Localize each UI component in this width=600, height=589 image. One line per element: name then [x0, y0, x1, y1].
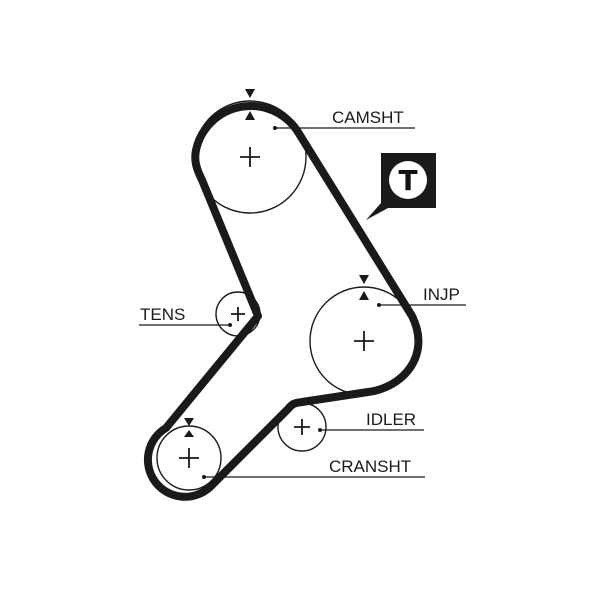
injection-pump-leader-dot	[377, 303, 381, 307]
crankshaft-leader-dot	[202, 475, 206, 479]
tensioner-badge: T	[366, 153, 436, 220]
leader-lines	[139, 126, 466, 479]
idler-center-cross	[294, 419, 310, 435]
tensioner-label: TENS	[140, 305, 185, 324]
injection-pump-mark-inner-triangle	[359, 291, 369, 300]
injection-pump-label: INJP	[423, 285, 460, 304]
camshaft-label: CAMSHT	[332, 108, 404, 127]
timing-belt	[143, 102, 423, 501]
injection-pump-mark-outer-triangle	[359, 275, 369, 284]
injection-pump-timing-mark	[359, 275, 369, 300]
camshaft-timing-mark	[245, 89, 255, 120]
camshaft-center-cross	[240, 147, 260, 167]
crankshaft-center-cross	[179, 448, 199, 468]
tensioner-leader-dot	[228, 323, 232, 327]
idler-label: IDLER	[366, 410, 416, 429]
tensioner-center-cross	[231, 307, 245, 321]
crankshaft-timing-mark	[184, 418, 194, 437]
tensioner-badge-letter: T	[398, 164, 417, 197]
tensioner-badge-circle	[389, 161, 427, 199]
idler-leader-dot	[318, 428, 322, 432]
injection-pump-center-cross	[354, 331, 374, 351]
crankshaft-mark-outer-triangle	[184, 418, 194, 426]
camshaft-mark-outer-triangle	[245, 89, 255, 98]
crankshaft-label: CRANSHT	[329, 457, 411, 476]
camshaft-mark-inner-triangle	[245, 111, 255, 120]
camshaft-leader-dot	[273, 126, 277, 130]
crankshaft-mark-inner-triangle	[184, 430, 194, 437]
